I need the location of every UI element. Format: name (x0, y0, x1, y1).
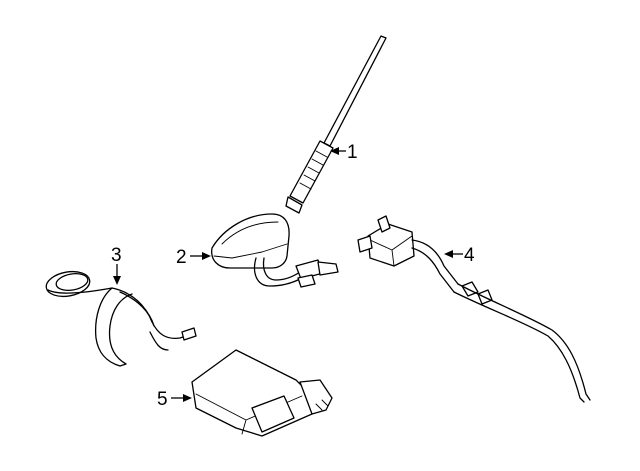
callout-3-label: 3 (111, 245, 122, 266)
callout-1-arrowhead (330, 147, 339, 155)
control-module (191, 349, 333, 437)
callout-2-label: 2 (176, 247, 187, 268)
antenna-base (211, 213, 339, 288)
callout-5-label: 5 (157, 389, 168, 410)
callout-3-arrowhead (113, 276, 121, 285)
antenna-cable (357, 215, 591, 403)
callout-2: 2 (176, 247, 211, 268)
callout-5: 5 (157, 389, 192, 410)
callout-1-label: 1 (347, 142, 358, 163)
callout-4-arrowhead (444, 250, 453, 258)
callout-4-label: 4 (464, 245, 475, 266)
callout-1: 1 (330, 142, 358, 163)
wiring-harness (45, 270, 197, 367)
antenna-mast (285, 35, 387, 214)
callout-5-arrowhead (183, 394, 192, 402)
callout-3: 3 (111, 245, 122, 285)
callout-4: 4 (444, 245, 475, 266)
callout-2-arrowhead (202, 252, 211, 260)
